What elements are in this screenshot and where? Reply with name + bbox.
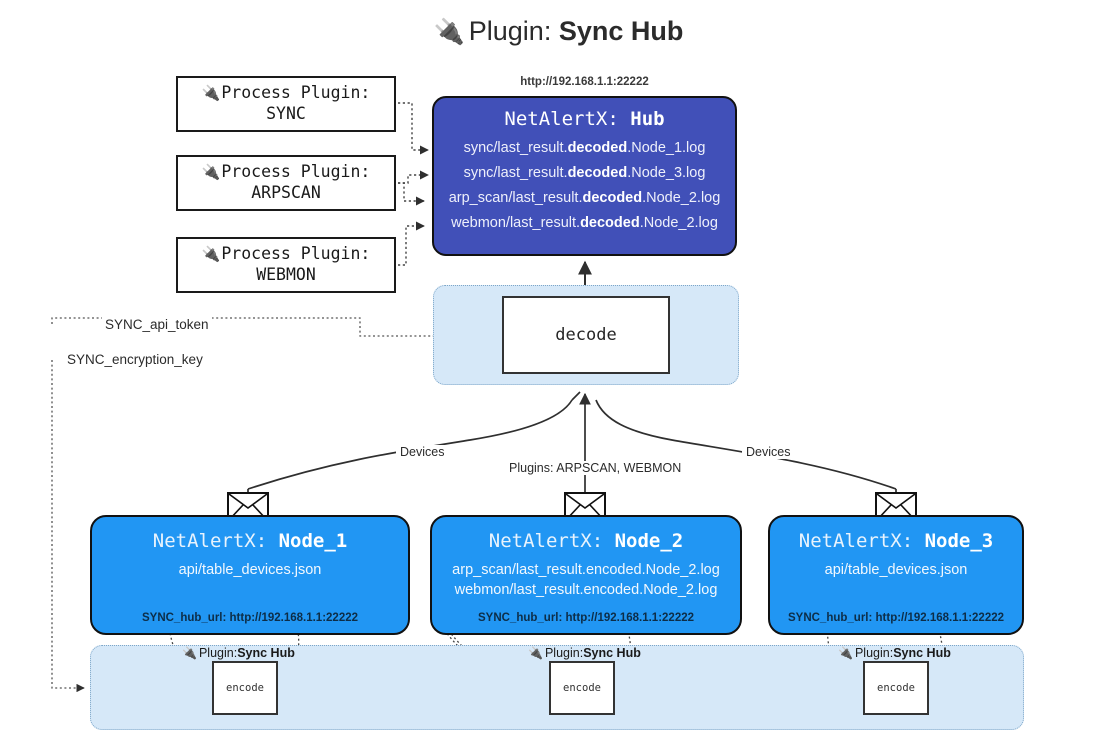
log-emphasis: decoded bbox=[580, 214, 640, 231]
log-emphasis: decoded bbox=[567, 164, 628, 181]
hub-title: NetAlertX: Hub bbox=[434, 108, 735, 130]
node-title-prefix: NetAlertX: bbox=[488, 530, 615, 552]
netalertx-node-1[interactable]: NetAlertX: Node_1 api/table_devices.json… bbox=[90, 515, 410, 635]
node-footer: SYNC_hub_url: http://192.168.1.1:22222 bbox=[477, 612, 695, 624]
log-suffix: .Node_3.log bbox=[627, 164, 706, 181]
hub-log-line: arp_scan/last_result.decoded.Node_2.log bbox=[434, 186, 735, 211]
log-suffix: .Node_2.log bbox=[642, 189, 721, 206]
plugin-tag-prefix: Plugin: bbox=[198, 646, 238, 660]
node-title-prefix: NetAlertX: bbox=[152, 530, 279, 552]
node-data-line: arp_scan/last_result.encoded.Node_2.log bbox=[452, 562, 720, 578]
plugin-tag-prefix: Plugin: bbox=[854, 646, 894, 660]
process-plugin-box-arpscan[interactable]: 🔌Process Plugin: ARPSCAN bbox=[176, 155, 396, 211]
log-prefix: sync/last_result. bbox=[463, 140, 568, 156]
plugin-tag-name: Sync Hub bbox=[583, 646, 641, 660]
page-title-prefix: Plugin: bbox=[468, 16, 559, 46]
node-title-name: Node_1 bbox=[278, 530, 348, 552]
sync-api-token-label: SYNC_api_token bbox=[102, 317, 212, 332]
hub-url-label: http://192.168.1.1:22222 bbox=[520, 76, 649, 88]
plug-icon: 🔌 bbox=[201, 84, 221, 103]
page-title: 🔌Plugin: Sync Hub bbox=[0, 16, 1117, 47]
hub-log-line: webmon/last_result.decoded.Node_2.log bbox=[434, 211, 735, 236]
encode-box-node-3[interactable]: encode bbox=[863, 661, 929, 715]
node-title: NetAlertX: Node_3 bbox=[770, 530, 1022, 552]
plug-icon: 🔌 bbox=[182, 646, 197, 660]
log-suffix: .Node_2.log bbox=[639, 214, 718, 231]
edge-label-devices-left: Devices bbox=[396, 445, 449, 459]
plug-icon: 🔌 bbox=[528, 646, 543, 660]
log-emphasis: decoded bbox=[582, 189, 643, 206]
encode-box-node-1[interactable]: encode bbox=[212, 661, 278, 715]
hub-title-name: Hub bbox=[630, 108, 665, 130]
log-suffix: .Node_1.log bbox=[627, 140, 706, 156]
log-prefix: webmon/last_result. bbox=[451, 214, 581, 231]
log-emphasis: decoded bbox=[567, 140, 628, 156]
plugin-tag-node-1: 🔌Plugin: Sync Hub bbox=[182, 646, 295, 660]
decode-box[interactable]: decode bbox=[502, 296, 670, 374]
plugin-tag-node-3: 🔌Plugin: Sync Hub bbox=[838, 646, 951, 660]
plug-icon: 🔌 bbox=[433, 18, 465, 46]
hub-title-prefix: NetAlertX: bbox=[504, 108, 631, 130]
plugin-tag-name: Sync Hub bbox=[237, 646, 295, 660]
process-plugin-label: Process Plugin: bbox=[221, 162, 371, 182]
node-data-line: api/table_devices.json bbox=[178, 562, 322, 578]
plug-icon: 🔌 bbox=[201, 163, 221, 182]
edge-label-plugins: Plugins: ARPSCAN, WEBMON bbox=[505, 461, 686, 475]
log-prefix: sync/last_result. bbox=[463, 164, 568, 181]
node-data-line: webmon/last_result.encoded.Node_2.log bbox=[454, 582, 718, 598]
netalertx-node-2[interactable]: NetAlertX: Node_2 arp_scan/last_result.e… bbox=[430, 515, 742, 635]
process-plugin-label: Process Plugin: bbox=[221, 83, 371, 103]
hub-log-line: sync/last_result.decoded.Node_3.log bbox=[434, 161, 735, 186]
node-title-name: Node_2 bbox=[614, 530, 684, 552]
process-plugin-name: WEBMON bbox=[256, 265, 316, 284]
node-title-name: Node_3 bbox=[924, 530, 994, 552]
process-plugin-label: Process Plugin: bbox=[221, 244, 371, 264]
node-title: NetAlertX: Node_1 bbox=[92, 530, 408, 552]
process-plugin-name: ARPSCAN bbox=[251, 183, 321, 202]
edge-label-devices-right: Devices bbox=[742, 445, 795, 459]
process-plugin-box-webmon[interactable]: 🔌Process Plugin: WEBMON bbox=[176, 237, 396, 293]
node-footer: SYNC_hub_url: http://192.168.1.1:22222 bbox=[141, 612, 359, 624]
node-title: NetAlertX: Node_2 bbox=[432, 530, 740, 552]
encode-box-node-2[interactable]: encode bbox=[549, 661, 615, 715]
process-plugin-name: SYNC bbox=[266, 104, 306, 123]
plugin-tag-prefix: Plugin: bbox=[544, 646, 584, 660]
node-data-line: api/table_devices.json bbox=[824, 562, 968, 578]
plug-icon: 🔌 bbox=[201, 245, 221, 264]
log-prefix: arp_scan/last_result. bbox=[448, 189, 583, 206]
node-footer: SYNC_hub_url: http://192.168.1.1:22222 bbox=[787, 612, 1005, 624]
hub-node[interactable]: NetAlertX: Hub sync/last_result.decoded.… bbox=[432, 96, 737, 256]
sync-encryption-key-label: SYNC_encryption_key bbox=[64, 352, 206, 367]
plugin-tag-name: Sync Hub bbox=[893, 646, 951, 660]
netalertx-node-3[interactable]: NetAlertX: Node_3 api/table_devices.json… bbox=[768, 515, 1024, 635]
plug-icon: 🔌 bbox=[838, 646, 853, 660]
page-title-name: Sync Hub bbox=[558, 16, 684, 46]
node-title-prefix: NetAlertX: bbox=[798, 530, 925, 552]
hub-log-line: sync/last_result.decoded.Node_1.log bbox=[434, 136, 735, 161]
plugin-tag-node-2: 🔌Plugin: Sync Hub bbox=[528, 646, 641, 660]
process-plugin-box-sync[interactable]: 🔌Process Plugin: SYNC bbox=[176, 76, 396, 132]
